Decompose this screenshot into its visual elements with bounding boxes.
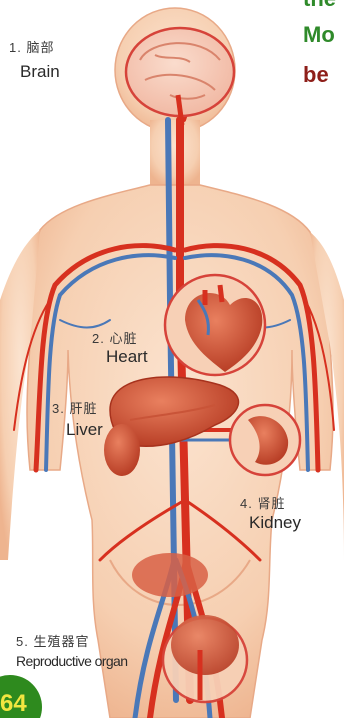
brain-label-en: Brain xyxy=(20,63,60,80)
kidney-label-zh: 4. 肾脏 xyxy=(240,497,285,510)
header-fragment-1: the xyxy=(303,0,336,10)
heart-label-en: Heart xyxy=(106,348,148,365)
header-fragment-3: be xyxy=(303,64,329,86)
heart-organ xyxy=(165,275,265,375)
reproductive-label-zh: 5. 生殖器官 xyxy=(16,635,89,648)
liver-label-zh: 3. 肝脏 xyxy=(52,402,97,415)
page-number: 64 xyxy=(0,690,27,718)
brain-label-zh: 1. 脑部 xyxy=(9,41,54,54)
header-fragment-2: Mo xyxy=(303,24,335,46)
liver-label-en: Liver xyxy=(66,421,103,438)
lower-abdomen-organs xyxy=(132,553,208,597)
reproductive-label-en: Reproductive organ xyxy=(16,654,127,668)
kidney-label-en: Kidney xyxy=(249,514,301,531)
heart-label-zh: 2. 心脏 xyxy=(92,332,137,345)
